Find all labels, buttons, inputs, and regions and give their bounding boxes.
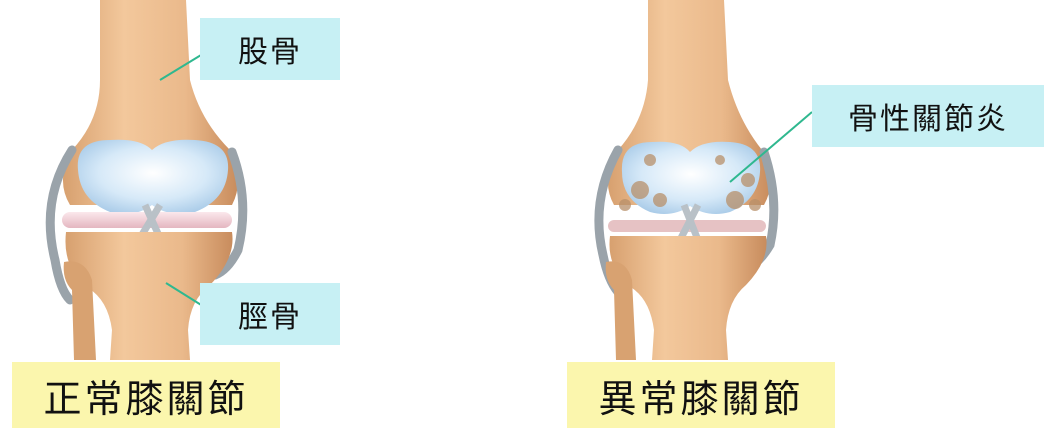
femur-label: 股骨 [200, 18, 340, 80]
osteoarthritis-label: 骨性關節炎 [812, 85, 1044, 147]
normal-cartilage [78, 140, 228, 214]
abnormal-knee-caption: 異常膝關節 [567, 362, 835, 428]
normal-knee-caption: 正常膝關節 [12, 362, 280, 428]
abnormal-knee [599, 0, 774, 360]
tibia-label: 脛骨 [200, 283, 340, 345]
